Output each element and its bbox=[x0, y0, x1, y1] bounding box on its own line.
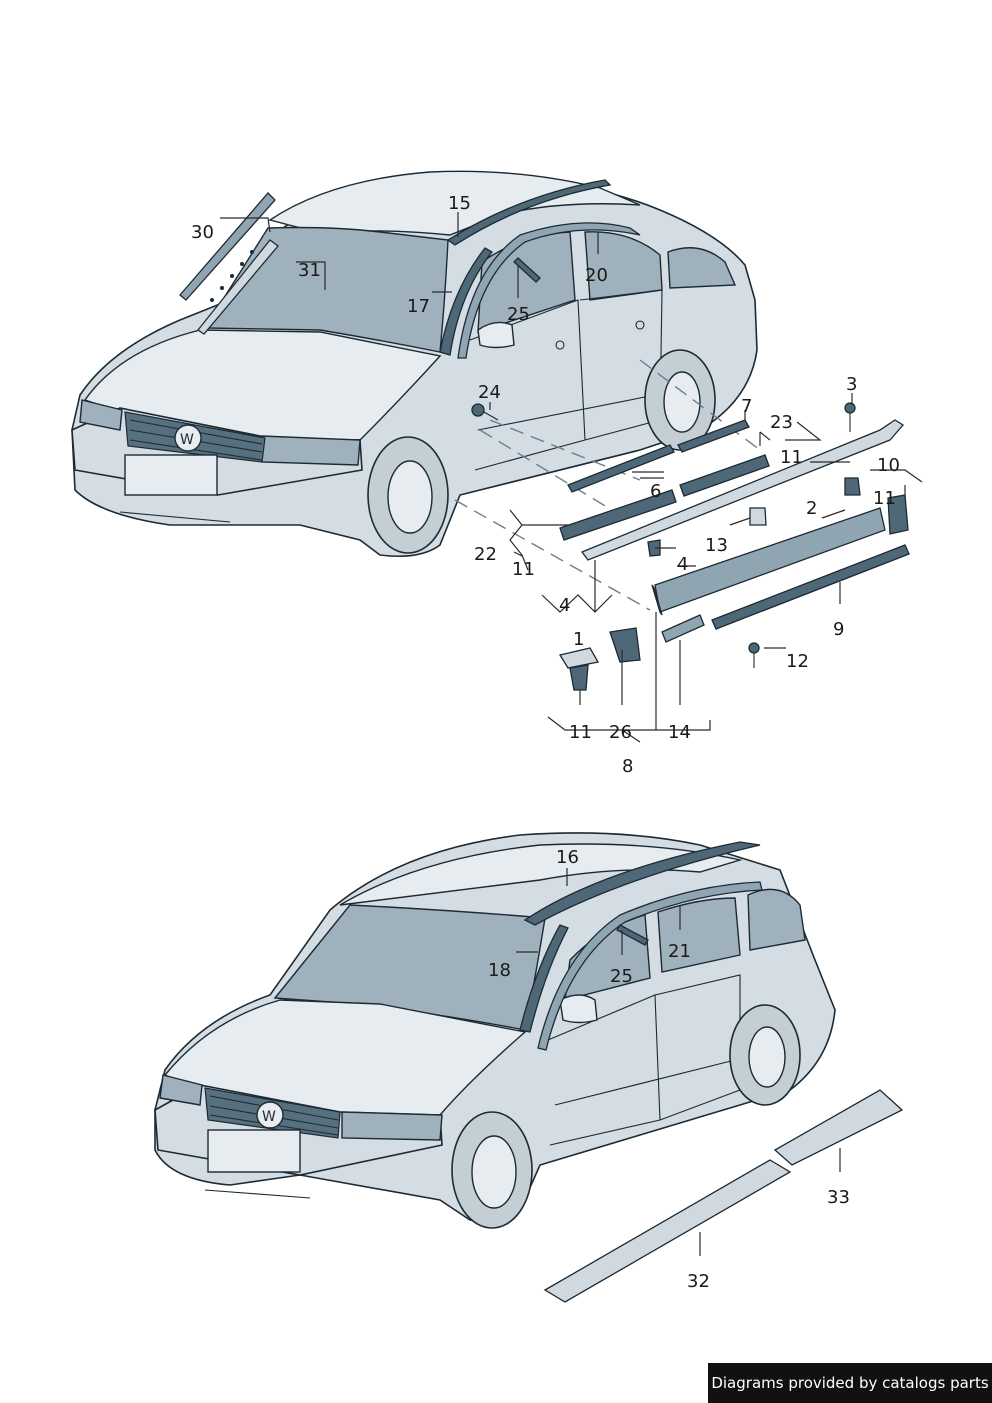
callout-9: 9 bbox=[833, 619, 844, 640]
callout-33: 33 bbox=[827, 1187, 850, 1208]
callout-1: 1 bbox=[573, 629, 584, 650]
callout-31: 31 bbox=[298, 260, 321, 281]
callouts: 30 31 15 17 20 25 24 3 7 23 11 10 6 11 2… bbox=[191, 193, 900, 1292]
callout-15: 15 bbox=[448, 193, 471, 214]
callout-11-right: 11 bbox=[873, 488, 896, 509]
callout-20: 20 bbox=[585, 265, 608, 286]
callout-26: 26 bbox=[609, 722, 632, 743]
callout-16: 16 bbox=[556, 847, 579, 868]
callout-24: 24 bbox=[478, 382, 501, 403]
callout-11-left: 11 bbox=[512, 559, 535, 580]
callout-14: 14 bbox=[668, 722, 691, 743]
callout-25: 25 bbox=[507, 304, 530, 325]
sedan-parts bbox=[179, 179, 910, 691]
callout-7: 7 bbox=[741, 396, 752, 417]
callout-8: 8 bbox=[622, 756, 633, 777]
callout-4-mid: 4 bbox=[677, 554, 688, 575]
callout-11-bottom: 11 bbox=[569, 722, 592, 743]
callout-4-low: 4 bbox=[559, 595, 570, 616]
callout-22: 22 bbox=[474, 544, 497, 565]
footer-credit: Diagrams provided by catalogs parts bbox=[708, 1363, 992, 1403]
callout-23: 23 bbox=[770, 412, 793, 433]
callout-2: 2 bbox=[806, 498, 817, 519]
svg-text:W: W bbox=[262, 1109, 276, 1125]
callout-6: 6 bbox=[650, 481, 661, 502]
callout-25-estate: 25 bbox=[610, 966, 633, 987]
svg-text:W: W bbox=[180, 432, 194, 448]
callout-30: 30 bbox=[191, 222, 214, 243]
callout-32: 32 bbox=[687, 1271, 710, 1292]
estate-illustration: W bbox=[154, 832, 836, 1229]
callout-13: 13 bbox=[705, 535, 728, 556]
estate-parts bbox=[519, 841, 904, 1303]
callout-10: 10 bbox=[877, 455, 900, 476]
callout-18: 18 bbox=[488, 960, 511, 981]
callout-12: 12 bbox=[786, 651, 809, 672]
callout-3: 3 bbox=[846, 374, 857, 395]
callout-17: 17 bbox=[407, 296, 430, 317]
callout-21: 21 bbox=[668, 941, 691, 962]
callout-11-upper: 11 bbox=[780, 447, 803, 468]
leader-lines bbox=[220, 212, 923, 1256]
